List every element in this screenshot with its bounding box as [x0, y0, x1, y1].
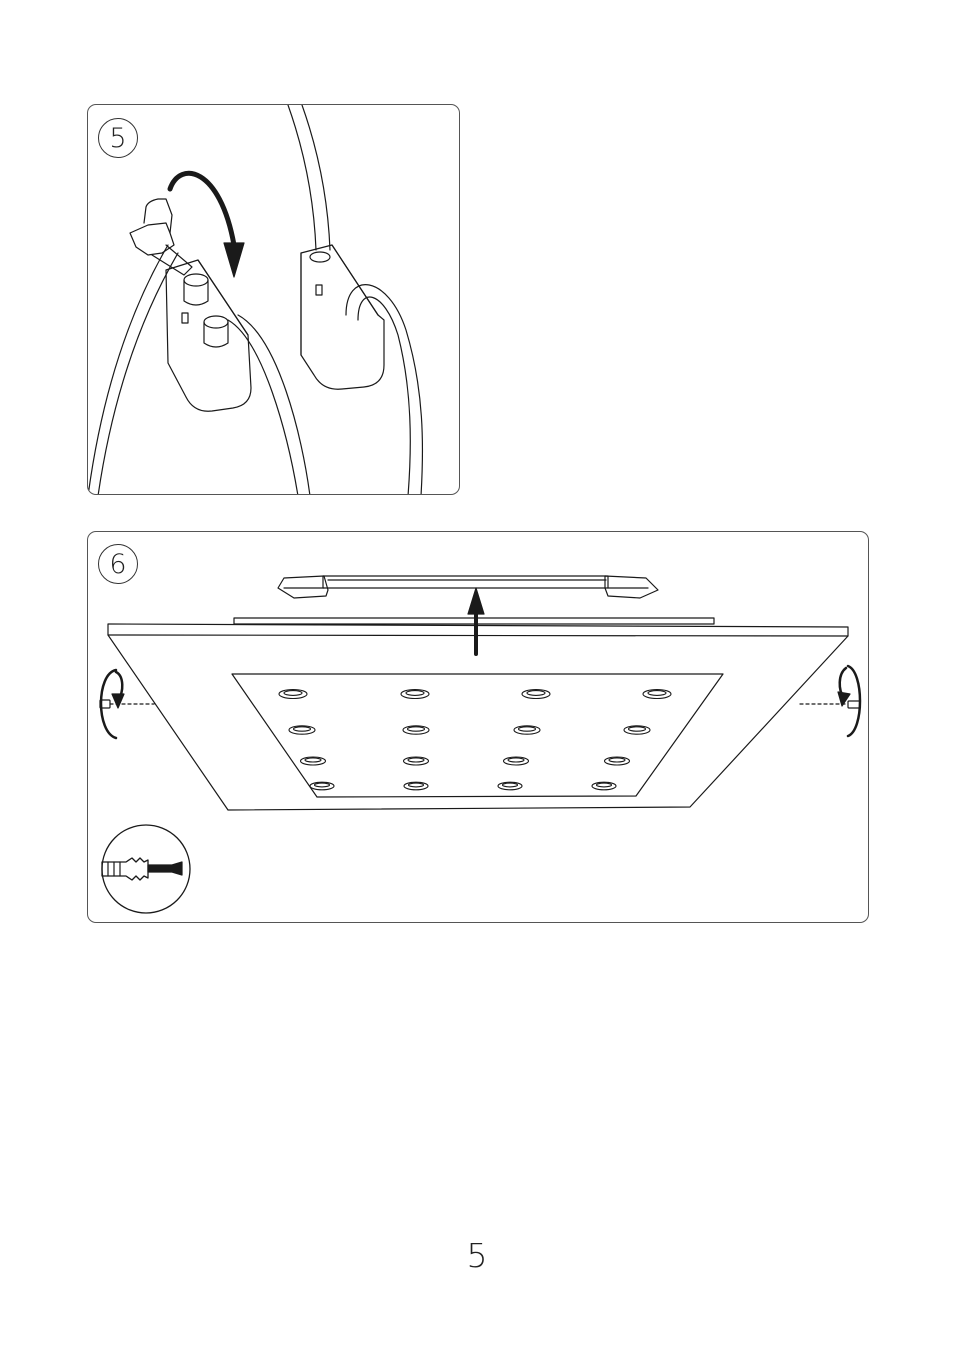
connector-box-right — [301, 245, 384, 389]
cable-left-a — [88, 245, 168, 495]
spotlight-row-4 — [310, 782, 616, 790]
mounting-bar — [278, 576, 658, 598]
step-6-illustration — [88, 532, 869, 923]
step-6-panel: 6 — [87, 531, 869, 923]
cable-left-b — [228, 320, 298, 495]
screw-right — [800, 701, 860, 708]
curved-arrow-icon — [170, 173, 234, 245]
step-5-panel: 5 — [87, 104, 460, 495]
step-5-number: 5 — [98, 118, 138, 158]
cable-top-inner — [302, 105, 330, 250]
step-5-illustration — [88, 105, 460, 495]
spotlight-row-3 — [301, 757, 630, 765]
spotlight-row-1 — [279, 690, 671, 699]
screw-left — [100, 700, 154, 708]
page-number: 5 — [0, 1236, 954, 1275]
step-6-number: 6 — [98, 544, 138, 584]
spotlight-grid — [279, 690, 671, 790]
cable-top — [288, 105, 316, 250]
box-slot — [316, 285, 322, 295]
cable-right — [346, 285, 422, 495]
spotlight-row-2 — [289, 726, 650, 734]
screwdriver-icon — [102, 825, 190, 913]
clamp — [130, 223, 174, 255]
